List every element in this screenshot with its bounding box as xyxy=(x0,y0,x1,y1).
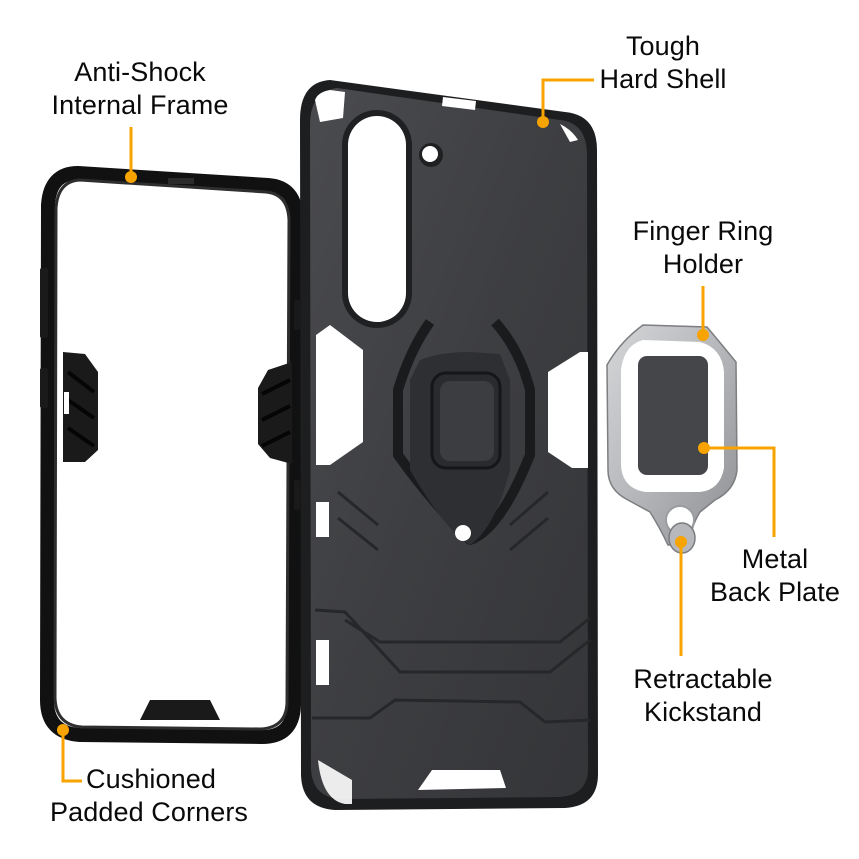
callout-line2: Holder xyxy=(662,249,744,279)
callout-line2: Internal Frame xyxy=(51,90,229,120)
leader-back-plate xyxy=(704,446,776,537)
callout-anti-shock-internal-frame: Anti-Shock Internal Frame xyxy=(30,56,250,122)
callout-dots xyxy=(57,116,710,736)
callout-line1: Metal xyxy=(741,544,809,574)
callout-line1: Tough xyxy=(625,31,701,61)
leader-hard-shell xyxy=(541,78,594,121)
callout-leaders xyxy=(61,78,776,783)
callout-retractable-kickstand: Retractable Kickstand xyxy=(613,663,793,729)
callout-finger-ring-holder: Finger Ring Holder xyxy=(613,215,793,281)
dot-kickstand xyxy=(675,536,687,548)
callout-tough-hard-shell: Tough Hard Shell xyxy=(588,30,738,96)
leader-corners xyxy=(61,729,82,783)
dot-hard-shell xyxy=(537,116,549,128)
ring-holder xyxy=(606,324,738,554)
callout-line2: Back Plate xyxy=(709,577,841,607)
hard-shell xyxy=(300,80,598,810)
callout-cushioned-padded-corners: Cushioned Padded Corners xyxy=(50,763,290,829)
callout-metal-back-plate: Metal Back Plate xyxy=(697,543,853,609)
dot-back-plate xyxy=(698,442,710,454)
callout-line2: Kickstand xyxy=(644,697,762,727)
dot-corners xyxy=(57,724,69,736)
callout-line1: Finger Ring xyxy=(632,216,774,246)
dot-anti-shock xyxy=(125,171,137,183)
callout-line1: Retractable xyxy=(633,664,773,694)
dot-finger-ring xyxy=(697,329,709,341)
internal-frame xyxy=(40,166,303,744)
callout-line1: Anti-Shock xyxy=(74,57,206,87)
callout-line1: Cushioned xyxy=(86,764,216,794)
callout-line2: Hard Shell xyxy=(599,64,727,94)
callout-line2: Padded Corners xyxy=(50,797,249,827)
